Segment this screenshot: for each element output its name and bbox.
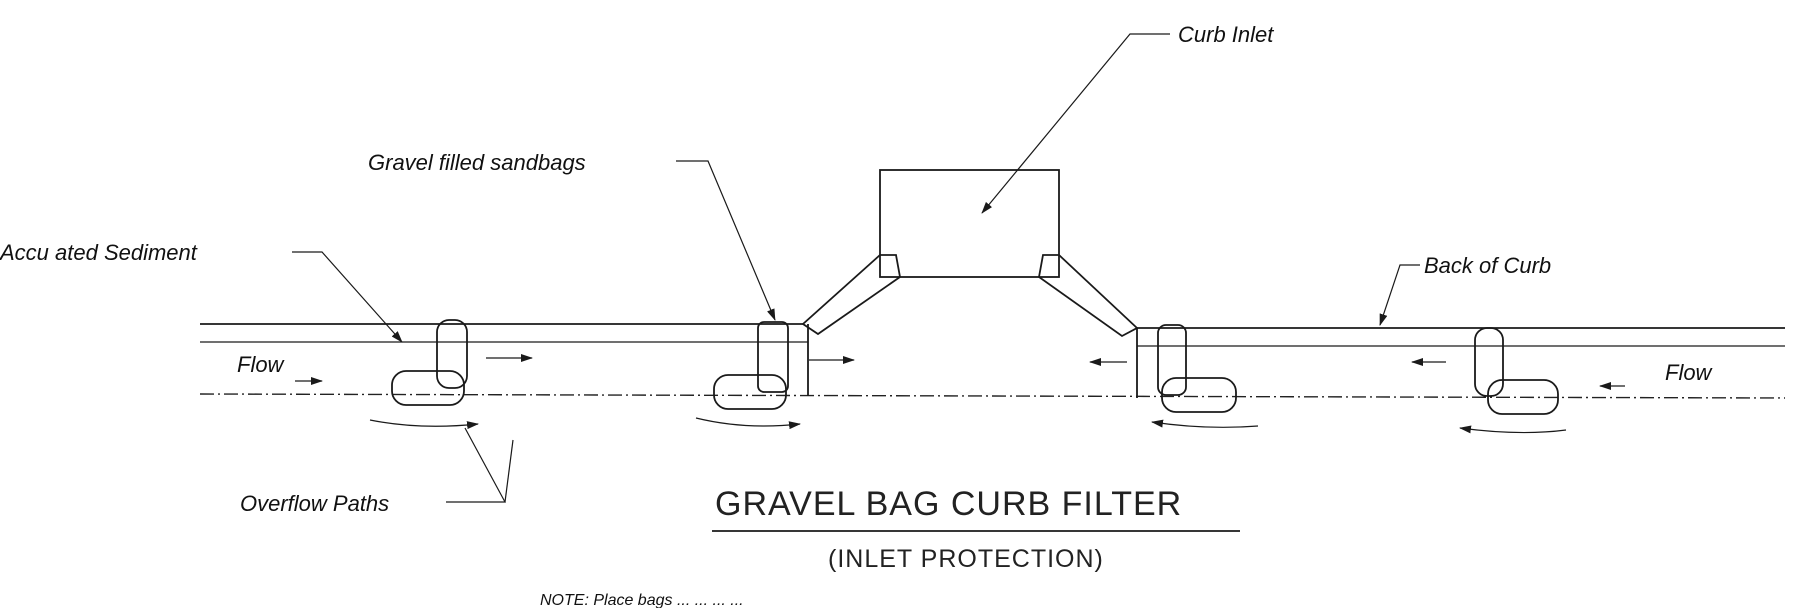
sandbag-group-1 (391, 319, 468, 406)
sandbag-upright (436, 319, 468, 389)
sandbag-group-3 (1157, 324, 1237, 413)
leader-sandbags (676, 160, 776, 321)
sediment-label: Accu ated Sediment (0, 240, 198, 265)
leader-lines (292, 33, 1420, 503)
sandbag-upright (1157, 324, 1187, 396)
sandbag-upright (1474, 327, 1504, 397)
sandbag-group-2 (713, 321, 789, 410)
leader-back-of-curb (1379, 264, 1420, 326)
leader-curb-inlet (981, 33, 1170, 214)
back-of-curb-label: Back of Curb (1424, 253, 1551, 278)
sandbags-label: Gravel filled sandbags (368, 150, 586, 175)
overflow-curve-1 (369, 419, 479, 430)
curb-inlet (801, 169, 1139, 398)
flow-arrows (295, 354, 1625, 390)
diagram-subtitle: (INLET PROTECTION) (828, 545, 1104, 573)
overflow-curve-2 (695, 417, 801, 430)
overflow-paths-label: Overflow Paths (240, 491, 389, 516)
sandbag-base (1161, 377, 1237, 413)
curb-inlet-label: Curb Inlet (1178, 22, 1274, 47)
flow-label-right: Flow (1665, 360, 1714, 385)
inlet-box (879, 169, 1060, 278)
diagram-title: GRAVEL BAG CURB FILTER (715, 485, 1182, 523)
sandbag-base (391, 370, 465, 406)
leader-sediment (292, 251, 403, 343)
sandbag-base (1487, 379, 1559, 415)
overflow-paths (369, 417, 1567, 434)
leader-overflow-2 (504, 439, 514, 503)
gutter-line (199, 393, 1786, 399)
note-text: NOTE: Place bags ... ... ... ... (540, 592, 744, 608)
flow-label-left: Flow (237, 352, 286, 377)
inlet-wing-left (801, 254, 901, 336)
overflow-curve-3 (1151, 419, 1259, 428)
overflow-curve-4 (1459, 425, 1567, 434)
sandbag-upright (757, 321, 789, 393)
leader-overflow-1 (446, 427, 507, 503)
inlet-wing-right (1038, 254, 1139, 338)
sandbag-base (713, 374, 787, 410)
sandbag-group-4 (1474, 327, 1559, 415)
